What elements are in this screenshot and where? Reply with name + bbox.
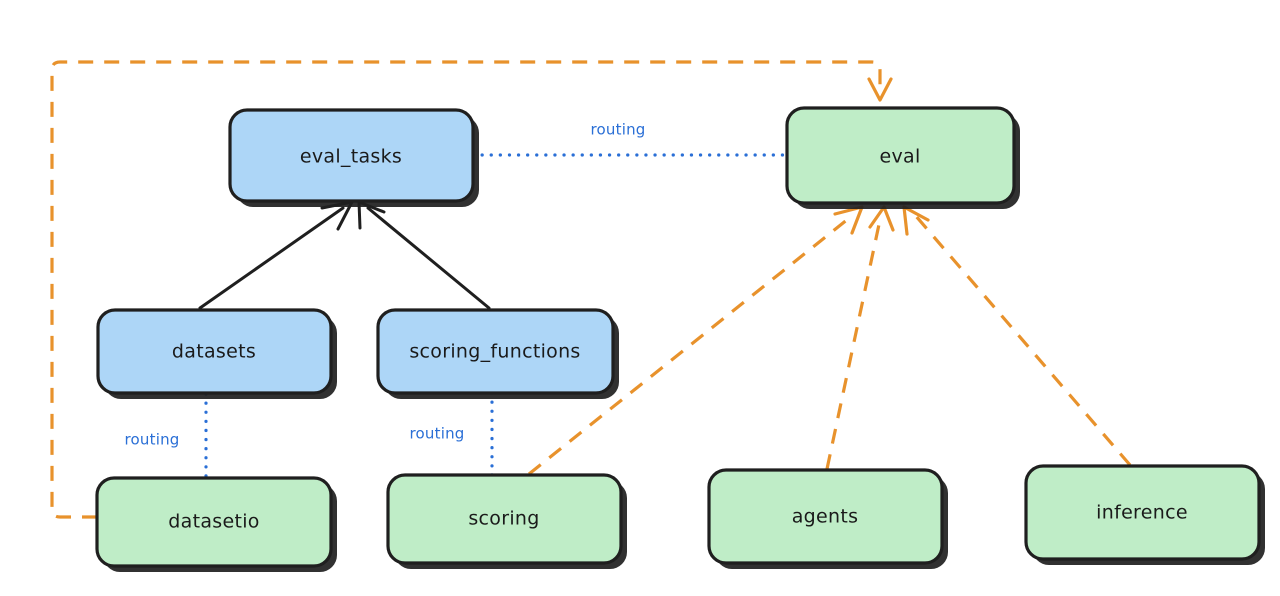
node-datasetio-shape <box>95 476 333 568</box>
edge-scoring_functions-eval_tasks <box>357 200 491 310</box>
node-scoring-label: scoring <box>468 508 539 530</box>
node-scoring-shape <box>386 473 623 565</box>
node-datasetio[interactable]: datasetio <box>95 476 337 572</box>
edge-label-routing-eval: routing <box>591 121 646 139</box>
edge-layer: routing routing routing <box>50 60 1132 519</box>
node-scoring[interactable]: scoring <box>386 473 627 569</box>
edge-label-routing-datasetio: routing <box>125 431 180 449</box>
node-layer: eval_tasks eval datasets scoring_functio… <box>95 106 1265 572</box>
node-inference[interactable]: inference <box>1024 464 1265 565</box>
edge-agents-eval <box>825 205 895 470</box>
node-scoring_functions-label: scoring_functions <box>409 341 580 363</box>
node-eval_tasks[interactable]: eval_tasks <box>228 108 479 207</box>
node-datasets[interactable]: datasets <box>96 308 337 399</box>
node-datasets-shape <box>96 308 333 395</box>
node-inference-shape <box>1024 464 1261 561</box>
edge-scoring_functions-scoring: routing <box>410 391 494 478</box>
edge-datasets-datasetio: routing <box>125 392 208 480</box>
edge-inference-eval <box>902 205 1132 467</box>
edge-eval_tasks-eval: routing <box>471 121 788 157</box>
node-scoring_functions-shape <box>376 308 615 395</box>
node-eval[interactable]: eval <box>785 106 1020 209</box>
node-agents-shape <box>707 468 944 565</box>
node-eval_tasks-shape <box>228 108 475 203</box>
node-eval-label: eval <box>879 146 920 168</box>
edge-datasets-eval_tasks <box>198 200 354 310</box>
node-scoring_functions[interactable]: scoring_functions <box>376 308 619 399</box>
node-agents[interactable]: agents <box>707 468 948 569</box>
node-inference-label: inference <box>1096 502 1188 524</box>
edge-datasetio-eval <box>50 60 893 519</box>
node-eval_tasks-label: eval_tasks <box>300 146 402 168</box>
node-datasets-label: datasets <box>172 341 256 363</box>
node-eval-shape <box>785 106 1016 205</box>
edge-label-routing-scoring: routing <box>410 425 465 443</box>
node-agents-label: agents <box>792 506 859 528</box>
node-datasetio-label: datasetio <box>168 511 259 533</box>
